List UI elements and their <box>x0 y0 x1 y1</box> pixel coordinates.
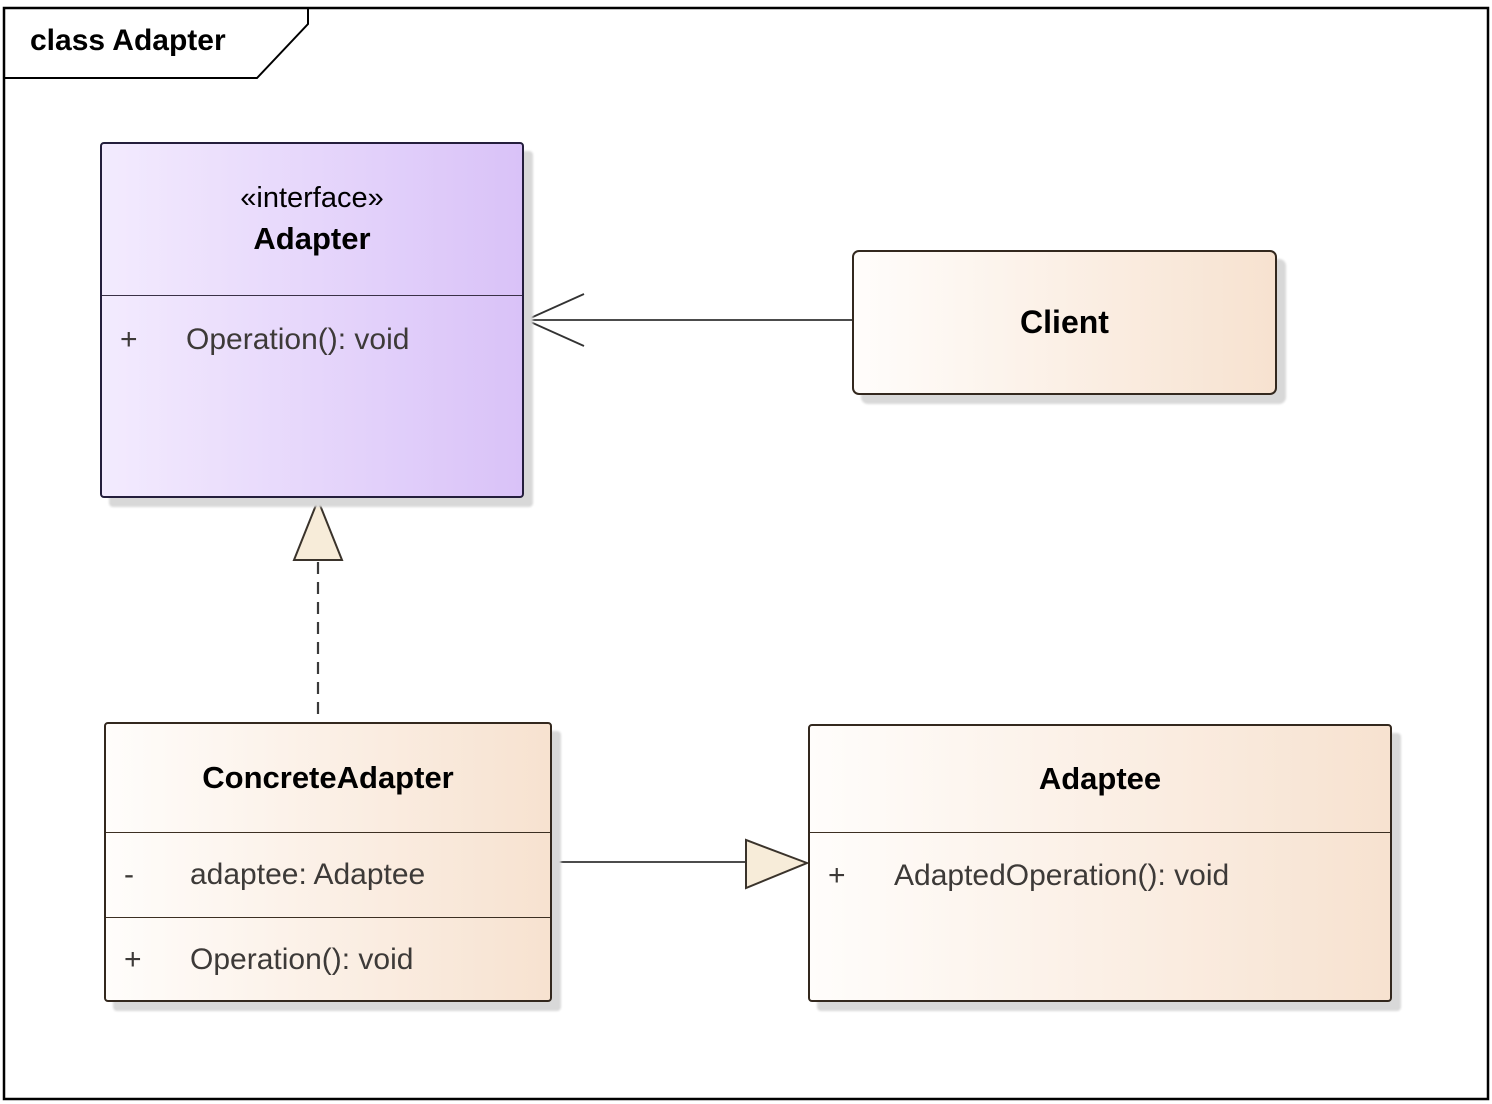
class-name: Adaptee <box>1038 761 1162 796</box>
visibility-marker: - <box>124 858 134 891</box>
operation-row: + Operation(): void <box>106 943 413 977</box>
frame-label: class Adapter <box>30 24 226 57</box>
class-header: ConcreteAdapter <box>106 724 550 832</box>
hollow-triangle-arrowhead-icon <box>292 497 344 561</box>
class-box-concreteadapter[interactable]: ConcreteAdapter - adaptee: Adaptee + Ope… <box>104 722 552 1002</box>
visibility-marker: + <box>120 323 138 356</box>
class-name: Adapter <box>253 221 371 256</box>
association-client-adapter[interactable] <box>523 293 852 347</box>
operation-row: + AdaptedOperation(): void <box>810 851 1390 901</box>
class-name: ConcreteAdapter <box>202 760 454 795</box>
visibility-marker: + <box>828 859 846 892</box>
operations-compartment: + Operation(): void <box>106 917 550 1002</box>
open-arrowhead-icon <box>523 293 585 347</box>
class-box-client[interactable]: Client <box>852 250 1277 395</box>
attributes-compartment: - adaptee: Adaptee <box>106 832 550 917</box>
diagram-frame-border <box>2 6 1490 1101</box>
operations-compartment: + Operation(): void <box>102 295 522 498</box>
hollow-triangle-arrowhead-icon <box>745 838 810 890</box>
attribute-signature: adaptee: Adaptee <box>190 858 426 891</box>
class-header: Client <box>854 252 1275 393</box>
class-box-adapter[interactable]: «interface» Adapter + Operation(): void <box>100 142 524 498</box>
operations-compartment: + AdaptedOperation(): void <box>810 832 1390 1002</box>
operation-signature: AdaptedOperation(): void <box>894 859 1230 892</box>
operation-signature: Operation(): void <box>186 323 410 356</box>
visibility-marker: + <box>124 943 142 976</box>
class-name: Client <box>1020 304 1109 340</box>
frame-label-tab <box>4 8 309 79</box>
operation-signature: Operation(): void <box>190 943 414 976</box>
association-concreteadapter-adaptee[interactable] <box>552 838 810 890</box>
class-header: «interface» Adapter <box>102 144 522 295</box>
realization-concreteadapter-adapter[interactable] <box>292 497 344 721</box>
attribute-row: - adaptee: Adaptee <box>106 858 425 892</box>
class-header: Adaptee <box>810 726 1390 832</box>
stereotype-label: «interface» <box>240 182 384 214</box>
class-box-adaptee[interactable]: Adaptee + AdaptedOperation(): void <box>808 724 1392 1002</box>
operation-row: + Operation(): void <box>102 318 522 362</box>
